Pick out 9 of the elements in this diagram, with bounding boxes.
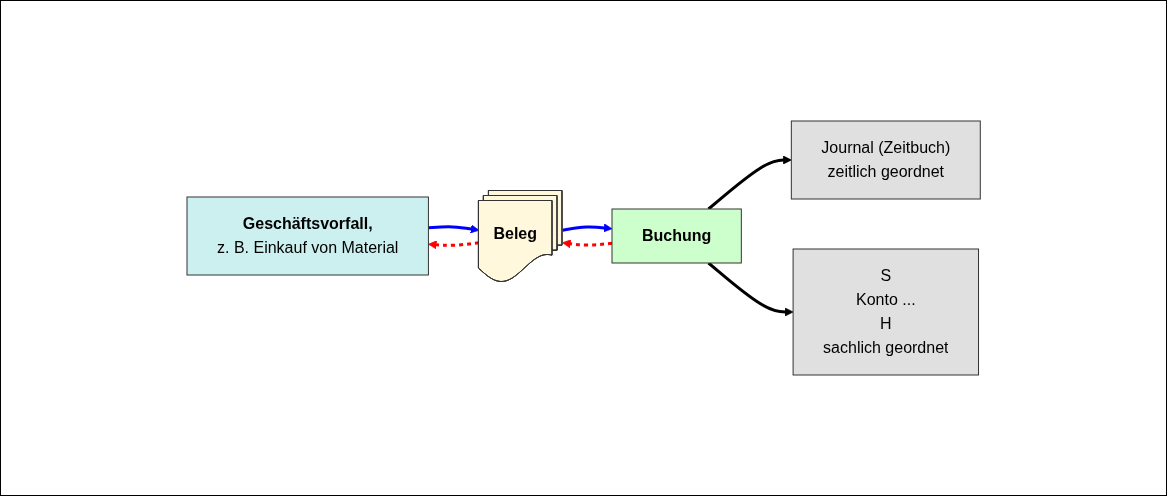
node-box: Geschäftsvorfall, z. B. Einkauf von Material (186, 196, 429, 276)
arrow (428, 224, 480, 234)
node-box: S Konto ... H sachlich geordnet (792, 248, 979, 376)
arrow (427, 240, 479, 250)
arrow (562, 223, 613, 233)
arrow (561, 239, 613, 249)
node-box: Buchung (611, 208, 742, 264)
arrow (707, 155, 792, 211)
node-box: Journal (Zeitbuch) zeitlich geordnet (790, 120, 981, 200)
